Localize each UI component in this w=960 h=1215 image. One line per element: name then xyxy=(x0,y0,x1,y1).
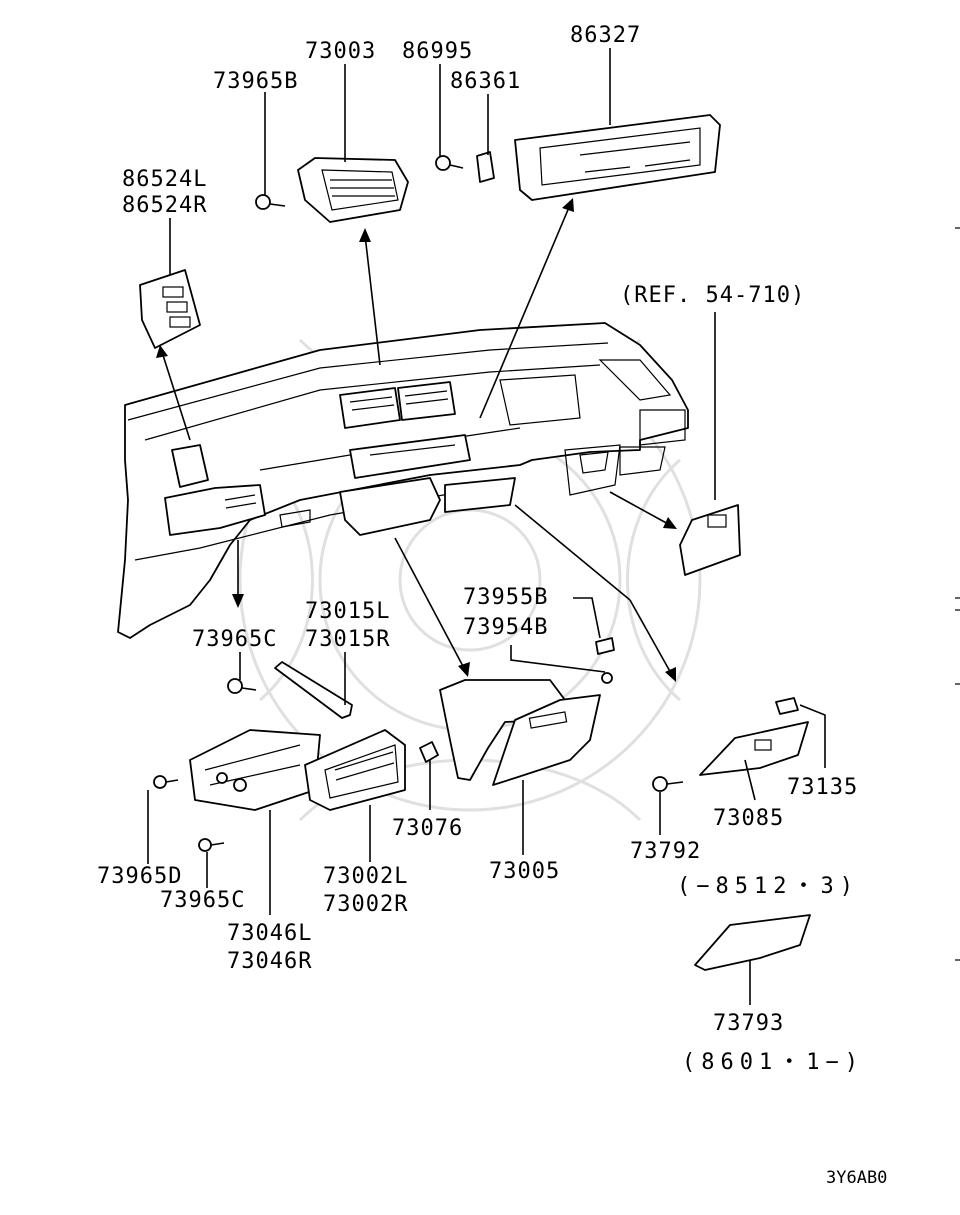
label-73792: 73792 xyxy=(630,839,701,864)
label-73085: 73085 xyxy=(713,806,784,831)
label-73046L: 73046L xyxy=(227,921,312,946)
label-86995: 86995 xyxy=(402,39,473,64)
label-73135: 73135 xyxy=(787,775,858,800)
part-86327-control-bezel xyxy=(514,114,721,201)
label-86524R: 86524R xyxy=(122,193,207,218)
part-73076-clip xyxy=(419,741,439,763)
part-86995-screw xyxy=(435,155,464,171)
part-73793-cover xyxy=(694,914,811,971)
label-73005: 73005 xyxy=(489,859,560,884)
label-86361: 86361 xyxy=(450,69,521,94)
part-86361-clip xyxy=(476,151,495,183)
part-73046-duct-bracket xyxy=(189,729,321,811)
part-73965D-screw xyxy=(153,775,179,789)
label-73965D: 73965D xyxy=(97,864,182,889)
label-73965C-bottom: 73965C xyxy=(160,888,245,913)
part-73085-lid-cover xyxy=(699,721,809,776)
label-73002L: 73002L xyxy=(323,864,408,889)
label-range-to-8512-3: (−8512・3) xyxy=(677,874,859,899)
label-73046R: 73046R xyxy=(227,949,312,974)
label-73965B: 73965B xyxy=(213,69,298,94)
part-73135-stopper xyxy=(775,697,799,715)
part-86524-switch-panel xyxy=(139,269,201,349)
label-73003: 73003 xyxy=(305,39,376,64)
label-73954B: 73954B xyxy=(463,615,548,640)
part-73955B-clip xyxy=(595,637,615,655)
part-73002-side-register xyxy=(304,729,406,811)
label-73793: 73793 xyxy=(713,1011,784,1036)
instrument-panel xyxy=(117,322,689,639)
label-73965C-top: 73965C xyxy=(192,627,277,652)
label-86524L: 86524L xyxy=(122,167,207,192)
label-73002R: 73002R xyxy=(323,892,408,917)
label-73015L: 73015L xyxy=(305,599,390,624)
part-73792-screw xyxy=(652,776,684,792)
part-73003-center-vent xyxy=(297,157,409,223)
label-73955B: 73955B xyxy=(463,585,548,610)
label-range-from-8601-1: (8601・1−) xyxy=(682,1050,864,1075)
label-73015R: 73015R xyxy=(305,627,390,652)
part-73954B-pin xyxy=(601,672,613,684)
label-73076: 73076 xyxy=(392,816,463,841)
label-ref-54-710: (REF. 54-710) xyxy=(620,283,805,308)
leader-lines xyxy=(147,48,826,1005)
drawing-code: 3Y6AB0 xyxy=(826,1168,887,1188)
part-73015-brace xyxy=(274,661,353,719)
part-73965C-screw-top xyxy=(227,678,257,694)
part-73965B-screw xyxy=(255,194,286,210)
part-ref-54-710-panel xyxy=(679,504,741,576)
label-86327: 86327 xyxy=(570,23,641,48)
part-73005-glove-box xyxy=(439,679,601,786)
edge-tick-marks xyxy=(955,227,960,961)
part-73965C-screw-bottom xyxy=(198,838,225,852)
callout-labels: 73003 86995 86327 73965B 86361 86524L 86… xyxy=(97,23,864,1075)
